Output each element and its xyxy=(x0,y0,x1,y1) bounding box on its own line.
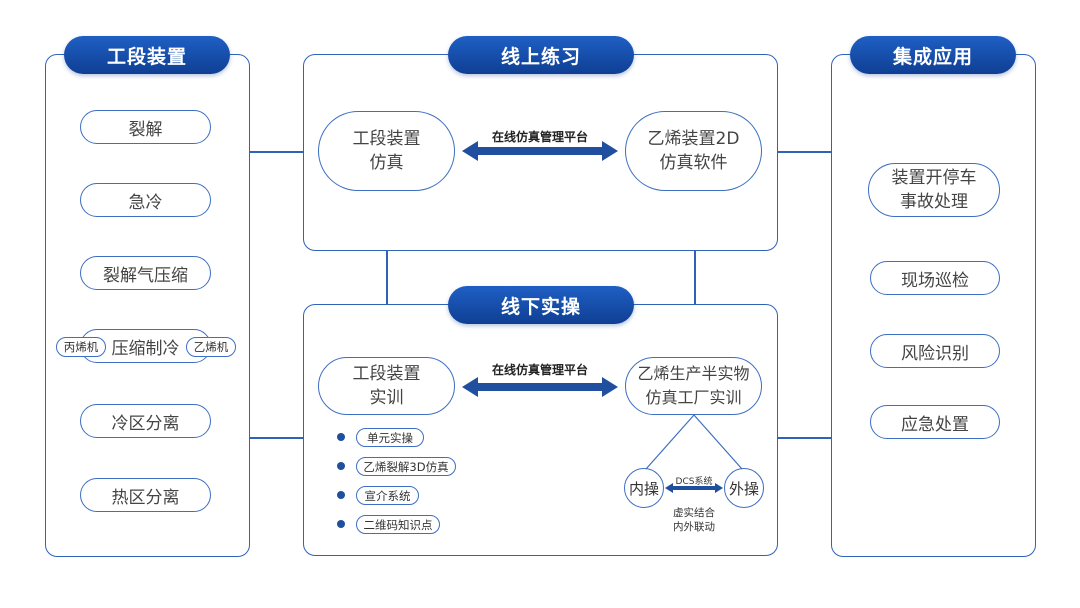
offline-left-box: 工段装置 实训 xyxy=(318,357,455,415)
bullet-dot xyxy=(337,520,345,528)
online-left-box: 工段装置 仿真 xyxy=(318,111,455,191)
right-item-site-inspection: 现场巡检 xyxy=(870,261,1000,295)
offline-arrow-label: 在线仿真管理平台 xyxy=(491,363,588,377)
branch-line-inner xyxy=(645,414,695,470)
right-item-startup-line2: 事故处理 xyxy=(900,192,968,212)
bullet-dot xyxy=(337,433,345,441)
note-line1: 虚实结合 xyxy=(673,507,715,519)
online-right-box: 乙烯装置2D 仿真软件 xyxy=(625,111,762,191)
online-right-box-line2: 仿真软件 xyxy=(659,153,728,173)
left-item-hot-zone-separation: 热区分离 xyxy=(80,478,211,512)
right-item-emergency-response: 应急处置 xyxy=(870,405,1000,439)
connector-left-online xyxy=(249,151,304,153)
online-left-box-line2: 仿真 xyxy=(369,153,404,173)
online-panel-title: 线上练习 xyxy=(448,36,634,74)
offline-right-box-line1: 乙烯生产半实物 xyxy=(637,364,750,383)
list-item-3d-simulation: 乙烯裂解3D仿真 xyxy=(356,457,456,476)
dcs-double-arrow xyxy=(665,483,723,493)
connector-right-online xyxy=(777,151,832,153)
online-right-box-line1: 乙烯装置2D xyxy=(647,129,740,149)
offline-left-box-line1: 工段装置 xyxy=(352,364,421,384)
connector-right-offline xyxy=(777,437,832,439)
list-item-promo-system: 宣介系统 xyxy=(356,486,419,505)
right-item-startup-shutdown: 装置开停车 事故处理 xyxy=(868,163,1000,217)
bullet-dot xyxy=(337,491,345,499)
right-panel-title: 集成应用 xyxy=(850,36,1016,74)
left-item-cracked-gas-compression: 裂解气压缩 xyxy=(80,256,211,290)
left-panel-title: 工段装置 xyxy=(64,36,230,74)
offline-panel-title: 线下实操 xyxy=(448,286,634,324)
offline-right-box-line2: 仿真工厂实训 xyxy=(645,388,742,407)
online-left-box-line1: 工段装置 xyxy=(352,129,421,149)
offline-left-box-line2: 实训 xyxy=(369,388,404,408)
left-item-cold-zone-separation: 冷区分离 xyxy=(80,404,211,438)
right-panel xyxy=(831,54,1036,557)
online-double-arrow xyxy=(462,141,618,161)
right-item-startup-line1: 装置开停车 xyxy=(891,168,977,188)
note-line2: 内外联动 xyxy=(673,521,715,533)
tag-ethylene-machine: 乙烯机 xyxy=(186,337,236,357)
connector-vertical-right xyxy=(694,250,696,305)
list-item-unit-practice: 单元实操 xyxy=(356,428,424,447)
offline-right-box: 乙烯生产半实物 仿真工厂实训 xyxy=(625,357,762,415)
offline-double-arrow xyxy=(462,377,618,397)
left-item-cracking: 裂解 xyxy=(80,110,211,144)
connector-left-offline xyxy=(249,437,304,439)
virtual-real-note: 虚实结合 内外联动 xyxy=(654,506,734,534)
list-item-qrcode-knowledge: 二维码知识点 xyxy=(356,515,440,534)
left-item-quench: 急冷 xyxy=(80,183,211,217)
tag-propylene-machine: 丙烯机 xyxy=(56,337,106,357)
outer-operation-node: 外操 xyxy=(724,468,764,508)
branch-line-outer xyxy=(693,414,743,470)
bullet-dot xyxy=(337,462,345,470)
inner-operation-node: 内操 xyxy=(624,468,664,508)
connector-vertical-left xyxy=(386,250,388,305)
right-item-risk-identification: 风险识别 xyxy=(870,334,1000,368)
online-arrow-label: 在线仿真管理平台 xyxy=(491,130,588,144)
dcs-system-label: DCS系统 xyxy=(675,477,713,487)
